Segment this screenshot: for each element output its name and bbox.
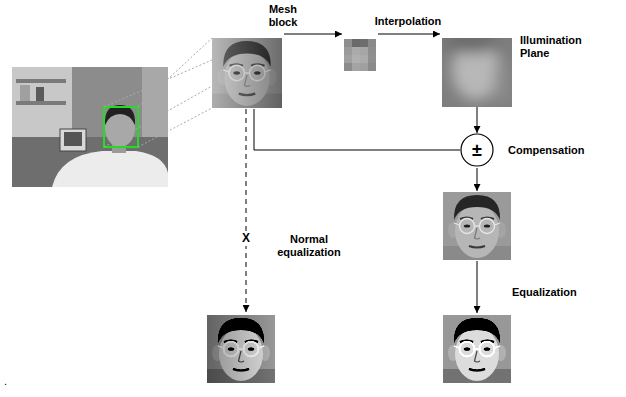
office-photo (12, 67, 168, 187)
plane-caption: Illumination Plane (520, 34, 582, 59)
face-crop (212, 38, 282, 108)
normal-equalization-label: Normal equalization (271, 233, 347, 258)
flow-arrows (246, 34, 477, 313)
compensation-junction: ±Compensation (460, 133, 494, 167)
illumination-plane: Illumination Plane (442, 38, 512, 107)
compensation-label: Compensation (508, 144, 584, 157)
stray-dot: . (4, 375, 7, 388)
zoom-leader-lines (104, 38, 212, 147)
plus-minus-sign: ± (472, 140, 482, 161)
normal-equalized-face (207, 315, 275, 383)
interpolation-label: Interpolation (375, 15, 442, 28)
equalization-label: Equalization (512, 286, 577, 299)
rejected-mark: X (240, 232, 252, 246)
mesh-block-label: Mesh block (262, 3, 304, 28)
equalized-face (443, 315, 511, 383)
illumination-plane-image (442, 35, 512, 107)
junction-circle-outline (461, 134, 493, 166)
compensated-face (443, 192, 511, 260)
flow-arrow (477, 107, 478, 133)
mesh-block-image (344, 39, 376, 71)
